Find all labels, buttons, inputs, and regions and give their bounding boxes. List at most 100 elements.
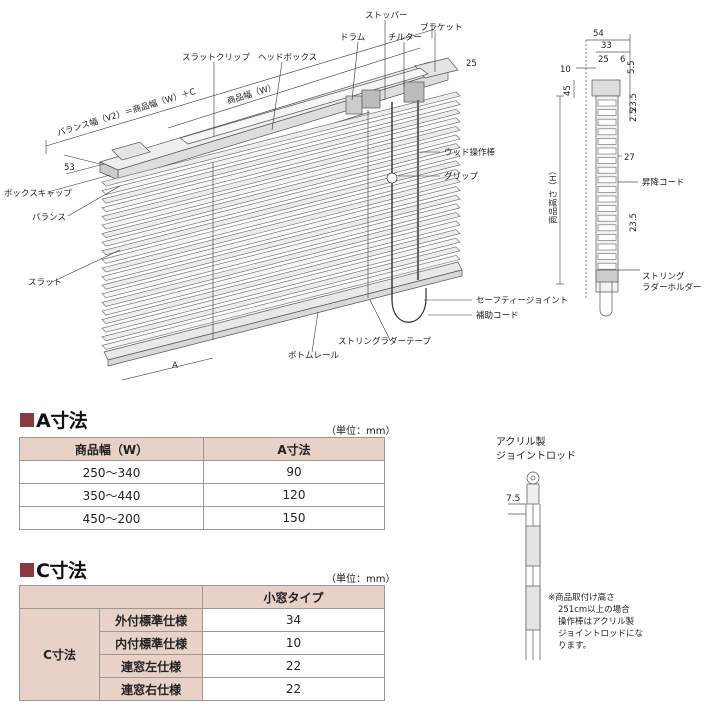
a-cell: 90 [203, 460, 385, 484]
slat [101, 246, 461, 342]
slat [101, 134, 461, 230]
side-d45: 45 [563, 85, 573, 96]
slat [101, 255, 461, 350]
side-slat [597, 186, 617, 193]
a-cell: 150 [203, 506, 385, 530]
c-header-type: 小窓タイプ [202, 585, 385, 609]
table-header-row: 小窓タイプ [18, 585, 385, 609]
side-d27: 27 [624, 153, 635, 163]
table-header-row: 商品幅（W） A寸法 [19, 437, 385, 461]
label-bracket: ブラケット [420, 22, 463, 33]
c-unit: （単位：mm） [326, 574, 396, 585]
slat [101, 212, 461, 307]
side-slat [597, 205, 617, 212]
a-table: 商品幅（W） A寸法 250～340 90 350～440 120 450～20… [19, 437, 385, 530]
side-d10: 10 [560, 65, 571, 75]
side-holder-1: ストリング [642, 271, 685, 282]
side-slat [597, 147, 617, 155]
table-row: C寸法 外付標準仕様 34 [18, 608, 385, 701]
slat [101, 91, 461, 187]
side-labels: 54 33 10 25 6 5.5 45 23.5 2.5 27 23.5 商品… [548, 29, 702, 293]
side-slat [597, 138, 617, 145]
label-aux-cord: 補助コード [476, 310, 519, 321]
side-slat [597, 195, 617, 203]
side-d235b: 23.5 [629, 213, 639, 232]
side-lift-cord: 昇降コード [642, 177, 685, 188]
label-dim-25: 25 [466, 59, 477, 69]
a-cell: 120 [203, 483, 385, 507]
label-dim-a: A [172, 361, 178, 371]
rod-note-line: ジョイントロッドにな [558, 629, 644, 639]
c-cell: 22 [202, 677, 385, 701]
rod-note-line: ※商品取付け高さ [548, 593, 615, 603]
side-slat [597, 224, 617, 232]
slat [101, 229, 461, 324]
a-cell: 350～440 [19, 483, 204, 507]
side-slat [597, 253, 617, 260]
slats [101, 91, 461, 350]
a-header-a: A寸法 [203, 437, 385, 461]
side-view [556, 34, 640, 317]
label-ladder-tape: ストリングラダーテープ [338, 336, 431, 347]
rod-note-line: 操作棒はアクリル製 [558, 617, 635, 627]
side-slat [597, 214, 617, 222]
slat [101, 177, 461, 273]
side-slat [597, 234, 617, 241]
c-header-blank [18, 585, 204, 609]
label-head-box: ヘッドボックス [258, 53, 317, 63]
table-row: 350～440 120 [19, 483, 385, 507]
table-row: 450～200 150 [19, 506, 385, 530]
rod-note-line: 251cm以上の場合 [558, 605, 630, 615]
slat [101, 194, 461, 290]
rod-note-line: ります。 [558, 641, 592, 651]
side-d33: 33 [601, 41, 612, 51]
c-row-label: 連窓左仕様 [99, 654, 204, 678]
side-d235a: 23.5 [629, 93, 639, 112]
side-slat [597, 118, 617, 126]
label-grip: グリップ [444, 171, 479, 182]
c-cell: 10 [202, 631, 385, 655]
side-d55: 5.5 [627, 60, 637, 74]
c-section-title: C寸法 [20, 556, 87, 583]
rod-title-1: アクリル製 [496, 437, 546, 448]
side-slat [597, 109, 617, 116]
slat [101, 203, 461, 299]
side-slat [597, 166, 617, 174]
side-d6: 6 [620, 55, 625, 65]
label-dim-53: 53 [64, 163, 75, 173]
slat [101, 108, 461, 204]
side-d25a: 25 [598, 55, 609, 65]
slat [101, 220, 461, 316]
side-d54: 54 [593, 29, 604, 39]
label-product-width: 商品幅（W） [226, 81, 278, 106]
rod-d75: 7.5 [506, 494, 521, 504]
rod-title-2: ジョイントロッド [496, 451, 576, 462]
label-slat-clip: スラットクリップ [182, 53, 251, 63]
side-slat [597, 157, 617, 164]
square-icon [20, 412, 34, 427]
label-balance-width: バランス幅（V2）＝商品幅（W）＋C [56, 86, 197, 139]
a-cell: 250～340 [19, 460, 204, 484]
blind-parts [103, 81, 463, 367]
slat [101, 151, 461, 247]
label-wand: ウッド操作棒 [444, 147, 496, 158]
side-slat [597, 176, 617, 184]
c-row-label: 連窓右仕様 [99, 677, 204, 701]
c-group-label: C寸法 [18, 608, 101, 701]
slat [101, 237, 461, 333]
leader-lines [45, 20, 472, 381]
side-slat [597, 128, 617, 136]
label-slat: スラット [28, 278, 62, 288]
rod-note: ※商品取付け高さ 251cm以上の場合 操作棒はアクリル製 ジョイントロッドにな… [548, 592, 643, 652]
a-cell: 450～200 [19, 506, 204, 530]
side-height: 商品高さ（H） [548, 167, 559, 224]
a-section-title: A寸法 [20, 406, 88, 433]
label-bottom-rail: ボトムレール [288, 351, 340, 361]
slat [101, 117, 461, 213]
slat [101, 186, 461, 281]
c-row-label: 内付標準仕様 [99, 631, 204, 655]
side-slat [597, 99, 617, 107]
label-balance: バランス [32, 213, 66, 223]
c-cell: 22 [202, 654, 385, 678]
